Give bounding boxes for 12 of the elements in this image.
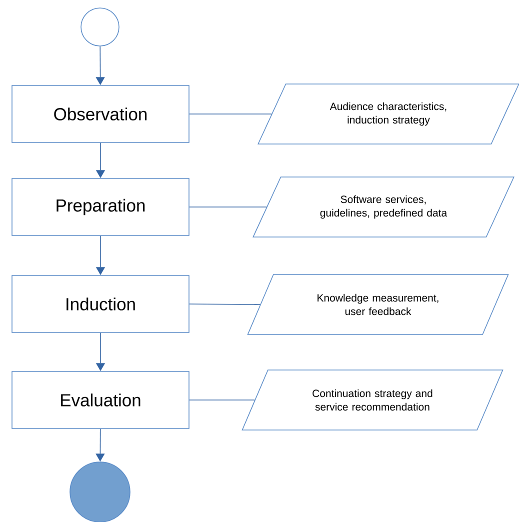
process-box: Induction [12,275,190,333]
connector-line [189,206,267,208]
end-circle [70,462,130,522]
data-parallelogram: Audience characteristics, induction strategy [258,84,519,144]
data-parallelogram: Continuation strategy and service recommendation [242,370,504,430]
connector-line [189,304,261,305]
process-box: Preparation [12,178,190,236]
start-circle [80,8,120,46]
process-box: Observation [12,85,190,143]
data-parallelogram: Knowledge measurement, user feedback [247,274,509,335]
process-box: Evaluation [12,371,190,429]
data-parallelogram: Software services, guidelines, predefined data [252,176,514,238]
